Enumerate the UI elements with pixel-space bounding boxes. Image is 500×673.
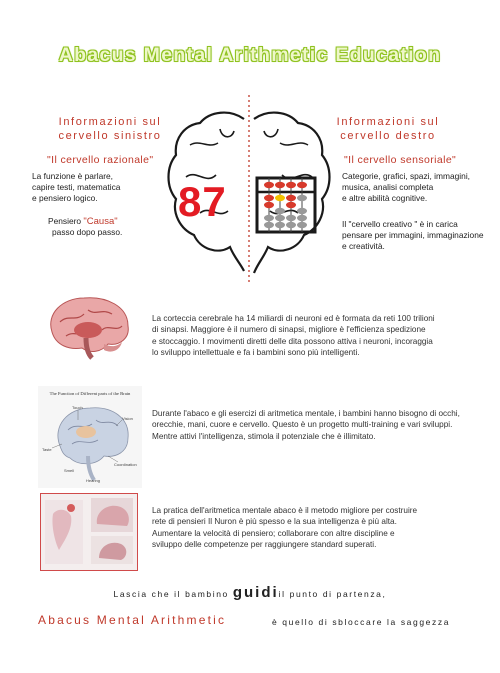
left-heading: Informazioni sul cervello sinistro	[40, 115, 180, 143]
paragraph-line: Aumentare la velocità di pensiero; colla…	[152, 528, 395, 538]
left-hemisphere	[167, 111, 245, 272]
paragraph-line: sviluppo delle competenze per raggiunger…	[152, 539, 377, 549]
diagram-label-hearing: Hearing	[86, 478, 101, 483]
left-desc-line: e pensiero logico.	[32, 193, 98, 203]
diagram-label-taste: Taste	[42, 447, 52, 452]
diagram-label-smell: Smell	[64, 468, 75, 473]
right-creative-line: e creatività.	[342, 241, 385, 251]
paragraph-line: rete di pensieri Il Nuron è più spesso e…	[152, 517, 397, 527]
left-desc-line: La funzione è parlare,	[32, 171, 114, 181]
abacus-icon	[255, 176, 317, 234]
footer-prefix: Lascia che il bambino	[113, 589, 229, 599]
paragraph-line: di sinapsi. Maggiore è il numero di sina…	[152, 325, 426, 335]
page-title: Abacus Mental Arithmetic Education	[58, 44, 442, 66]
footer-tagline: è quello di sbloccare la saggezza	[272, 617, 451, 627]
right-description: Categorie, grafici, spazi, immagini, mus…	[342, 171, 497, 204]
footer-line-1: Lascia che il bambino guidiil punto di p…	[0, 584, 500, 601]
brain-anatomy-image	[50, 297, 129, 360]
diagram-label-touch: Touch	[72, 405, 83, 410]
anatomy-collage-image	[40, 493, 138, 571]
right-heading-line2: cervello destro	[340, 130, 436, 142]
paragraph-3: La pratica dell'aritmetica mentale abaco…	[152, 505, 482, 550]
left-desc-line: capire testi, matematica	[32, 182, 121, 192]
left-cause: Pensiero "Causa" passo dopo passo.	[48, 216, 168, 238]
paragraph-1: La corteccia cerebrale ha 14 miliardi di…	[152, 313, 487, 358]
paragraph-line: e stoccaggio. I movimenti diretti delle …	[152, 336, 433, 346]
cause-suffix: passo dopo passo.	[52, 227, 123, 237]
footer-brand: Abacus Mental Arithmetic	[38, 613, 227, 627]
paragraph-2: Durante l'abaco e gli esercizi di aritme…	[152, 408, 494, 442]
paragraph-line: La corteccia cerebrale ha 14 miliardi di…	[152, 314, 435, 323]
right-creative: Il "cervello creativo " è in carica pens…	[342, 219, 498, 252]
cause-word: "Causa"	[83, 216, 118, 227]
right-creative-line: pensare per immagini, immaginazione	[342, 230, 484, 240]
cause-prefix: Pensiero	[48, 216, 82, 226]
paragraph-line: orecchie, mani, cuore e cervello. Questo…	[152, 420, 453, 430]
right-creative-line: Il "cervello creativo " è in carica	[342, 219, 458, 229]
right-desc-line: Categorie, grafici, spazi, immagini,	[342, 171, 471, 181]
paragraph-line: La pratica dell'aritmetica mentale abaco…	[152, 506, 418, 515]
paragraph-line: Mentre attivi l'intelligenza, stimola il…	[152, 431, 376, 441]
right-quote: "Il cervello sensoriale"	[344, 154, 457, 166]
right-desc-line: musica, analisi completa	[342, 182, 434, 192]
footer-suffix: il punto di partenza,	[278, 589, 387, 599]
paragraph-line: lo sviluppo intellettuale e fa i bambini…	[152, 347, 360, 357]
diagram-label-coordination: Coordination	[114, 462, 137, 467]
right-heading-line1: Informazioni sul	[336, 116, 440, 128]
right-heading: Informazioni sul cervello destro	[318, 115, 458, 143]
paragraph-line: Durante l'abaco e gli esercizi di aritme…	[152, 409, 460, 418]
left-description: La funzione è parlare, capire testi, mat…	[32, 171, 162, 204]
right-hemisphere	[252, 111, 331, 274]
left-heading-line1: Informazioni sul	[58, 116, 162, 128]
footer-emphasis: guidi	[232, 584, 279, 601]
diagram-label-vision: Vision	[122, 416, 133, 421]
brain-function-diagram: The Function of Different parts of the B…	[38, 386, 142, 488]
diagram-title: The Function of Different parts of the B…	[49, 391, 131, 396]
right-desc-line: e altre abilità cognitive.	[342, 193, 428, 203]
left-heading-line2: cervello sinistro	[58, 130, 162, 142]
brain-number: 87	[178, 178, 227, 225]
left-quote: "Il cervello razionale"	[47, 154, 154, 166]
